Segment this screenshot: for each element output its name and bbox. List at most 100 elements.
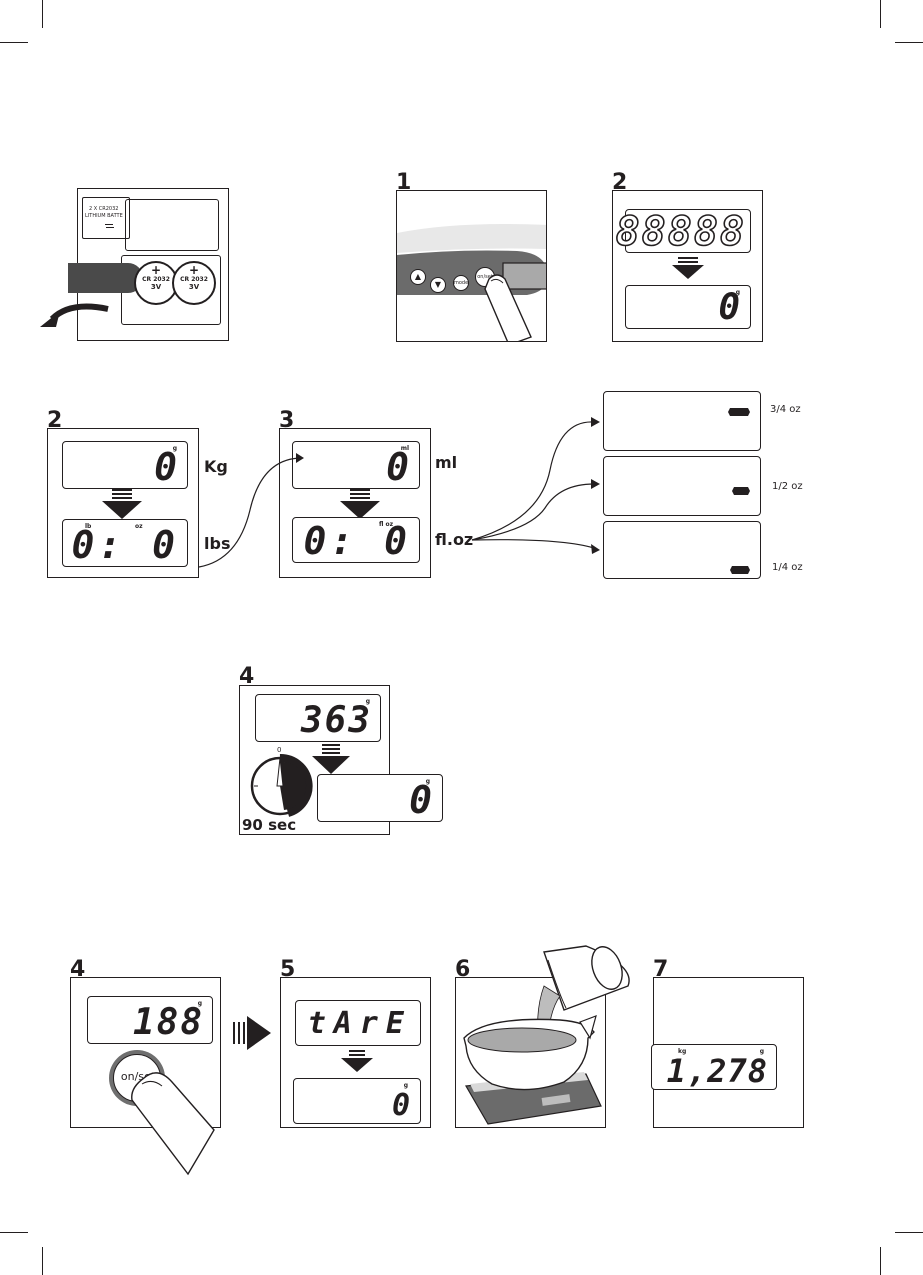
lcd-display-bottom: g 0	[293, 1078, 421, 1124]
step-number: 5	[280, 957, 296, 982]
battery-cell: + CR 2032 3V	[172, 261, 216, 305]
crop-mark	[0, 42, 28, 43]
cell-voltage: 3V	[188, 283, 200, 291]
lcd-display-bottom: g 0	[317, 774, 443, 822]
lcd-digits: 0: 0	[303, 519, 411, 563]
step2b-panel: g 0 lb oz 0: 0	[47, 428, 199, 578]
crop-mark	[42, 0, 43, 28]
lcd-digits: 0	[718, 287, 742, 328]
lcd-display-top: 88888	[615, 209, 751, 253]
step3-panel: ml 0 fl oz 0: 0	[279, 428, 431, 578]
down-arrow-icon	[672, 257, 704, 279]
step1-panel: ▲ ▼ mode on/set	[396, 190, 547, 342]
step-number: 3	[279, 408, 295, 433]
unit-label: g	[735, 289, 740, 296]
step-number: 2	[612, 170, 628, 195]
step-number: 2	[47, 408, 63, 433]
crop-mark	[895, 1232, 923, 1233]
unit-label: ml	[400, 445, 409, 452]
lcd-digits: 0	[154, 445, 179, 489]
lcd-digits: 0	[386, 445, 411, 489]
timer-dial-icon	[250, 753, 313, 817]
unit-label: g	[425, 778, 430, 785]
cell-type: CR 2032	[142, 276, 170, 283]
unit-lb: lb	[85, 523, 92, 530]
label-floz: fl.oz	[435, 530, 474, 549]
lcd-display-bottom: lb oz 0: 0	[62, 519, 188, 567]
unit-label: g	[172, 445, 177, 452]
lcd-digits: 88888	[615, 209, 746, 255]
crop-mark	[880, 0, 881, 28]
connector-lines	[198, 417, 600, 568]
fraction-label: 3/4 oz	[770, 404, 801, 415]
lcd-display-top: tArE	[295, 1000, 421, 1046]
step4a-panel: g 363 0 90 sec	[239, 685, 390, 835]
crop-mark	[895, 42, 923, 43]
timer-label: 90 sec	[242, 816, 297, 834]
crop-mark	[880, 1247, 881, 1275]
unit-label: g	[403, 1082, 408, 1089]
finger-icon	[484, 274, 532, 341]
down-arrow-icon	[340, 489, 380, 519]
unit-label: fl oz	[379, 521, 394, 528]
step-number: 4	[239, 664, 255, 689]
down-button[interactable]: ▼	[430, 277, 446, 293]
step-number: 4	[70, 957, 86, 982]
fraction-display	[603, 391, 761, 451]
crop-mark	[0, 1232, 28, 1233]
remove-arrow-icon	[40, 303, 109, 327]
lcd-digits: 0: 0	[71, 523, 179, 567]
unit-kg: kg	[678, 1048, 687, 1055]
cell-polarity: +	[150, 263, 162, 277]
fraction-display	[603, 521, 761, 579]
ground-icon	[105, 224, 113, 225]
next-arrow-icon	[233, 1016, 271, 1050]
battery-label-card: 2 X CR2032 LITHIUM BATTE	[82, 197, 130, 239]
unit-g: g	[759, 1048, 764, 1055]
lcd-digits: 363	[300, 700, 372, 741]
step2a-panel: 88888 g 0	[612, 190, 763, 342]
unit-oz: oz	[135, 523, 143, 530]
label-lbs: lbs	[204, 534, 231, 553]
step-number: 7	[653, 957, 669, 982]
step-number: 1	[396, 170, 412, 195]
down-arrow-icon	[312, 744, 350, 774]
lcd-digits: 188	[132, 1002, 204, 1043]
unit-label: g	[197, 1000, 202, 1007]
cell-polarity: +	[188, 263, 200, 277]
step5-panel: tArE g 0	[280, 977, 431, 1128]
mode-button[interactable]: mode	[453, 275, 469, 291]
step6-panel	[455, 945, 630, 1128]
unit-label: g	[365, 698, 370, 705]
lcd-display-bottom: g 0	[625, 285, 751, 329]
battery-cover	[125, 199, 219, 251]
cell-voltage: 3V	[150, 283, 162, 291]
battery-panel: 2 X CR2032 LITHIUM BATTE + CR 2032 3V + …	[68, 188, 229, 341]
thumb-shape	[68, 263, 143, 293]
fraction-bar-icon	[728, 408, 750, 416]
battery-label-line2: LITHIUM BATTE	[85, 213, 123, 219]
fraction-display	[603, 456, 761, 516]
lcd-display: g 188	[87, 996, 213, 1044]
fraction-label: 1/2 oz	[772, 481, 803, 492]
lcd-display-top: ml 0	[292, 441, 420, 489]
down-arrow-icon	[102, 489, 142, 519]
fraction-label: 1/4 oz	[772, 562, 803, 573]
lcd-digits: tArE	[307, 1006, 412, 1041]
label-kg: Kg	[204, 457, 228, 476]
up-button[interactable]: ▲	[410, 269, 426, 285]
battery-label-line1: 2 X CR2032	[89, 206, 119, 212]
lcd-display: kg g 1,278	[651, 1044, 777, 1090]
fraction-bar-icon	[730, 566, 750, 574]
finger-icon	[131, 1072, 215, 1176]
lcd-display-top: g 363	[255, 694, 381, 742]
fraction-bar-icon	[732, 487, 750, 495]
lcd-digits: 0	[409, 778, 434, 822]
label-ml: ml	[435, 453, 458, 472]
lcd-digits: 0	[391, 1088, 412, 1123]
pouring-illustration	[463, 945, 630, 1125]
lcd-display-top: g 0	[62, 441, 188, 489]
cell-type: CR 2032	[180, 276, 208, 283]
dial-zero-label: 0	[277, 746, 282, 754]
step-number: 6	[455, 957, 471, 982]
